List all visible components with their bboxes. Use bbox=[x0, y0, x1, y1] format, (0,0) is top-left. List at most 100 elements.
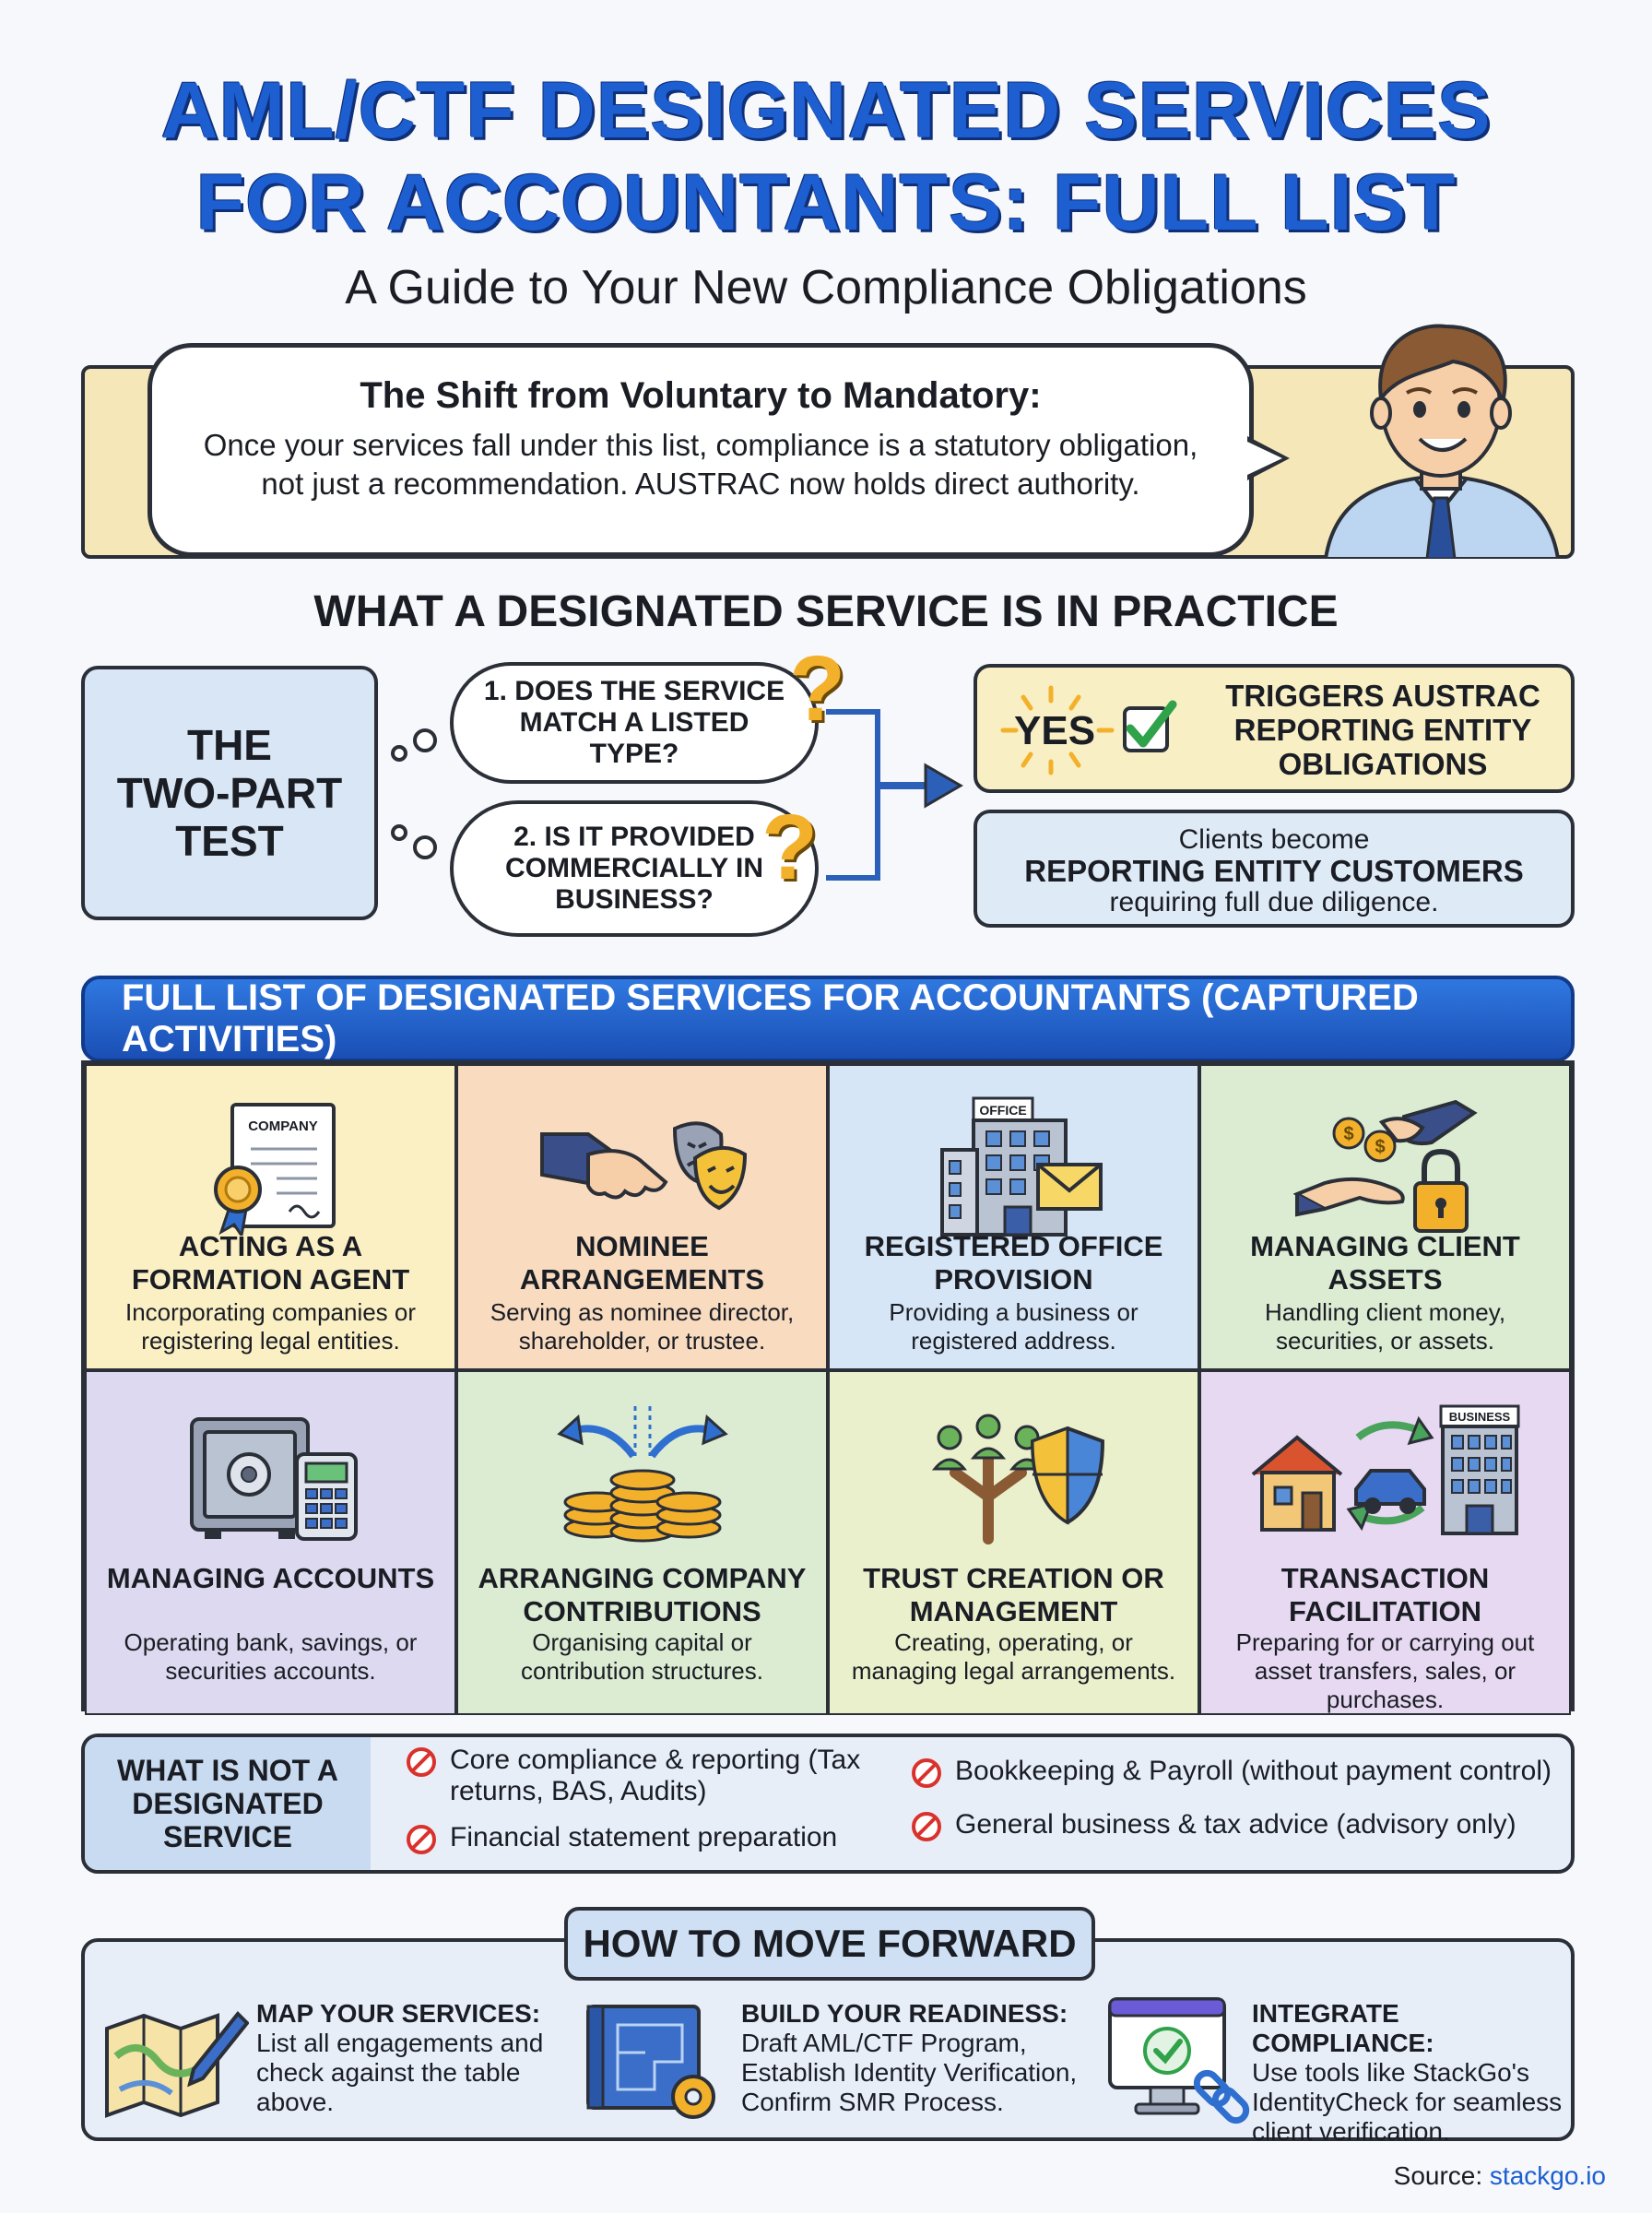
service-title: REGISTERED OFFICE PROVISION bbox=[864, 1230, 1163, 1296]
company-label: COMPANY bbox=[248, 1118, 318, 1134]
not-designated-label-text: WHAT IS NOT A DESIGNATED SERVICE bbox=[117, 1754, 338, 1853]
test-label-line-2: TWO-PART bbox=[116, 769, 343, 817]
svg-text:$: $ bbox=[1343, 1124, 1353, 1144]
blueprint-gear-icon bbox=[586, 2005, 715, 2119]
page-subtitle: A Guide to Your New Compliance Obligatio… bbox=[345, 261, 1307, 314]
not-designated-text: Bookkeeping & Payroll (without payment c… bbox=[955, 1756, 1552, 1786]
yes-outcome-box bbox=[974, 664, 1575, 793]
svg-text:$: $ bbox=[1375, 1137, 1385, 1157]
two-part-test-label: THE TWO-PART TEST bbox=[81, 666, 378, 920]
not-designated-item: General business & tax advice (advisory … bbox=[911, 1809, 1556, 1842]
service-description: Handling client money, securities, or as… bbox=[1264, 1298, 1506, 1355]
service-card: NOMINEE ARRANGEMENTS Serving as nominee … bbox=[456, 1064, 828, 1370]
shift-body: Once your services fall under this list,… bbox=[203, 428, 1198, 501]
service-card: OFFICE REGISTERED OFFICE PROVISION Provi… bbox=[828, 1064, 1199, 1370]
step-integrate-compliance: INTEGRATE COMPLIANCE: Use tools like Sta… bbox=[1252, 1999, 1565, 2147]
not-designated-item: Financial statement preparation bbox=[406, 1822, 867, 1855]
question-mark-icon: ? bbox=[761, 796, 819, 899]
service-description: Preparing for or carrying out asset tran… bbox=[1235, 1628, 1535, 1713]
service-description: Incorporating companies or registering l… bbox=[124, 1298, 417, 1355]
thought-dot bbox=[391, 824, 407, 841]
company-certificate-icon: COMPANY bbox=[213, 1103, 336, 1236]
tree-shield-icon bbox=[931, 1414, 1104, 1544]
question-mark-icon: ? bbox=[789, 637, 846, 740]
title-line-1: AML/CTF DESIGNATED SERVICES bbox=[160, 66, 1492, 155]
not-designated-text: Financial statement preparation bbox=[450, 1822, 838, 1852]
service-card: $ $ MANAGING CLIENT ASSETS Handling clie… bbox=[1199, 1064, 1571, 1370]
service-card: MANAGING ACCOUNTS Operating bank, saving… bbox=[85, 1370, 456, 1715]
source-credit: Source: stackgo.io bbox=[1394, 2161, 1606, 2191]
full-list-header: FULL LIST OF DESIGNATED SERVICES FOR ACC… bbox=[81, 976, 1575, 1062]
step-map-services: MAP YOUR SERVICES: List all engagements … bbox=[256, 1999, 551, 2117]
accountant-avatar-icon bbox=[1323, 324, 1561, 559]
service-card: COMPANY ACTING AS A FORMATION AGENT Inco… bbox=[85, 1064, 456, 1370]
monitor-check-link-icon bbox=[1108, 1997, 1250, 2124]
test-label-line-1: THE bbox=[186, 721, 272, 769]
service-description: Serving as nominee director, shareholder… bbox=[490, 1298, 795, 1355]
service-title: TRANSACTION FACILITATION bbox=[1280, 1562, 1490, 1627]
service-title: NOMINEE ARRANGEMENTS bbox=[519, 1230, 765, 1296]
service-card: BUSINESS TRANSACTION FACILITATION Prepar… bbox=[1199, 1370, 1571, 1715]
test-label-line-3: TEST bbox=[175, 817, 284, 865]
practice-heading: WHAT A DESIGNATED SERVICE IS IN PRACTICE bbox=[313, 587, 1339, 636]
step-body: Use tools like StackGo's IdentityCheck f… bbox=[1252, 2058, 1563, 2146]
yes-label: YES bbox=[1014, 708, 1096, 753]
no-entry-icon bbox=[407, 1747, 436, 1777]
step-title: BUILD YOUR READINESS: bbox=[741, 1999, 1068, 2028]
not-designated-item: Bookkeeping & Payroll (without payment c… bbox=[911, 1756, 1556, 1789]
house-car-business-icon: BUSINESS bbox=[1251, 1404, 1519, 1535]
title-line-2: FOR ACCOUNTANTS: FULL LIST bbox=[195, 159, 1457, 247]
source-label: Source: bbox=[1393, 2161, 1483, 2190]
service-title: MANAGING CLIENT ASSETS bbox=[1250, 1230, 1520, 1296]
service-title: MANAGING ACCOUNTS bbox=[106, 1562, 435, 1594]
question-1-text: 1. DOES THE SERVICE MATCH A LISTED TYPE? bbox=[483, 676, 785, 769]
page-title: AML/CTF DESIGNATED SERVICES FOR ACCOUNTA… bbox=[37, 65, 1615, 249]
client-line-1: Clients become bbox=[1178, 824, 1370, 855]
question-cloud-2: 2. IS IT PROVIDED COMMERCIALLY IN BUSINE… bbox=[450, 800, 819, 937]
coin-stacks-arrows-icon bbox=[556, 1406, 728, 1543]
sparkle-burst-icon bbox=[1000, 685, 1177, 775]
service-title: TRUST CREATION OR MANAGEMENT bbox=[863, 1562, 1164, 1627]
office-building-icon: OFFICE bbox=[939, 1096, 1103, 1237]
shift-heading: The Shift from Voluntary to Mandatory: bbox=[360, 375, 1042, 416]
bracket-arrow-icon bbox=[826, 709, 963, 881]
no-entry-icon bbox=[912, 1758, 941, 1788]
client-line-2: REPORTING ENTITY CUSTOMERS bbox=[1024, 854, 1524, 888]
service-title: ACTING AS A FORMATION AGENT bbox=[131, 1230, 410, 1296]
move-forward-title: HOW TO MOVE FORWARD bbox=[564, 1907, 1095, 1981]
trigger-text: TRIGGERS AUSTRAC REPORTING ENTITY OBLIGA… bbox=[1225, 679, 1540, 781]
question-2-text: 2. IS IT PROVIDED COMMERCIALLY IN BUSINE… bbox=[504, 822, 764, 915]
not-designated-item: Core compliance & reporting (Tax returns… bbox=[406, 1745, 867, 1807]
step-build-readiness: BUILD YOUR READINESS: Draft AML/CTF Prog… bbox=[741, 1999, 1101, 2117]
service-description: Providing a business or registered addre… bbox=[889, 1298, 1139, 1355]
safe-calculator-icon bbox=[189, 1417, 358, 1541]
service-description: Operating bank, savings, or securities a… bbox=[124, 1628, 418, 1685]
business-label: BUSINESS bbox=[1448, 1410, 1510, 1424]
client-outcome-box: Clients become REPORTING ENTITY CUSTOMER… bbox=[974, 810, 1575, 928]
step-body: List all engagements and check against t… bbox=[256, 2029, 544, 2116]
map-pen-icon bbox=[105, 2011, 249, 2118]
coins-hand-lock-icon: $ $ bbox=[1292, 1099, 1478, 1233]
shift-speech-bubble: The Shift from Voluntary to Mandatory: O… bbox=[148, 343, 1290, 557]
services-grid: COMPANY ACTING AS A FORMATION AGENT Inco… bbox=[81, 1060, 1575, 1715]
not-designated-text: Core compliance & reporting (Tax returns… bbox=[450, 1745, 861, 1806]
service-card: TRUST CREATION OR MANAGEMENT Creating, o… bbox=[828, 1370, 1199, 1715]
no-entry-icon bbox=[407, 1825, 436, 1854]
step-title: MAP YOUR SERVICES: bbox=[256, 1999, 541, 2028]
question-cloud-1: 1. DOES THE SERVICE MATCH A LISTED TYPE? bbox=[450, 662, 819, 784]
office-label: OFFICE bbox=[979, 1103, 1026, 1118]
service-description: Creating, operating, or managing legal a… bbox=[851, 1628, 1176, 1685]
service-description: Organising capital or contribution struc… bbox=[520, 1628, 763, 1685]
step-body: Draft AML/CTF Program, Establish Identit… bbox=[741, 2029, 1078, 2116]
step-title: INTEGRATE COMPLIANCE: bbox=[1252, 1999, 1434, 2057]
thought-dot bbox=[413, 728, 437, 752]
client-line-3: requiring full due diligence. bbox=[1109, 887, 1439, 917]
thought-dot bbox=[391, 745, 407, 762]
service-title: ARRANGING COMPANY CONTRIBUTIONS bbox=[478, 1562, 807, 1627]
handshake-masks-icon bbox=[539, 1121, 747, 1211]
service-card: ARRANGING COMPANY CONTRIBUTIONS Organisi… bbox=[456, 1370, 828, 1715]
not-designated-text: General business & tax advice (advisory … bbox=[955, 1809, 1516, 1840]
thought-dot bbox=[413, 835, 437, 859]
source-link[interactable]: stackgo.io bbox=[1489, 2161, 1606, 2190]
no-entry-icon bbox=[912, 1812, 941, 1841]
